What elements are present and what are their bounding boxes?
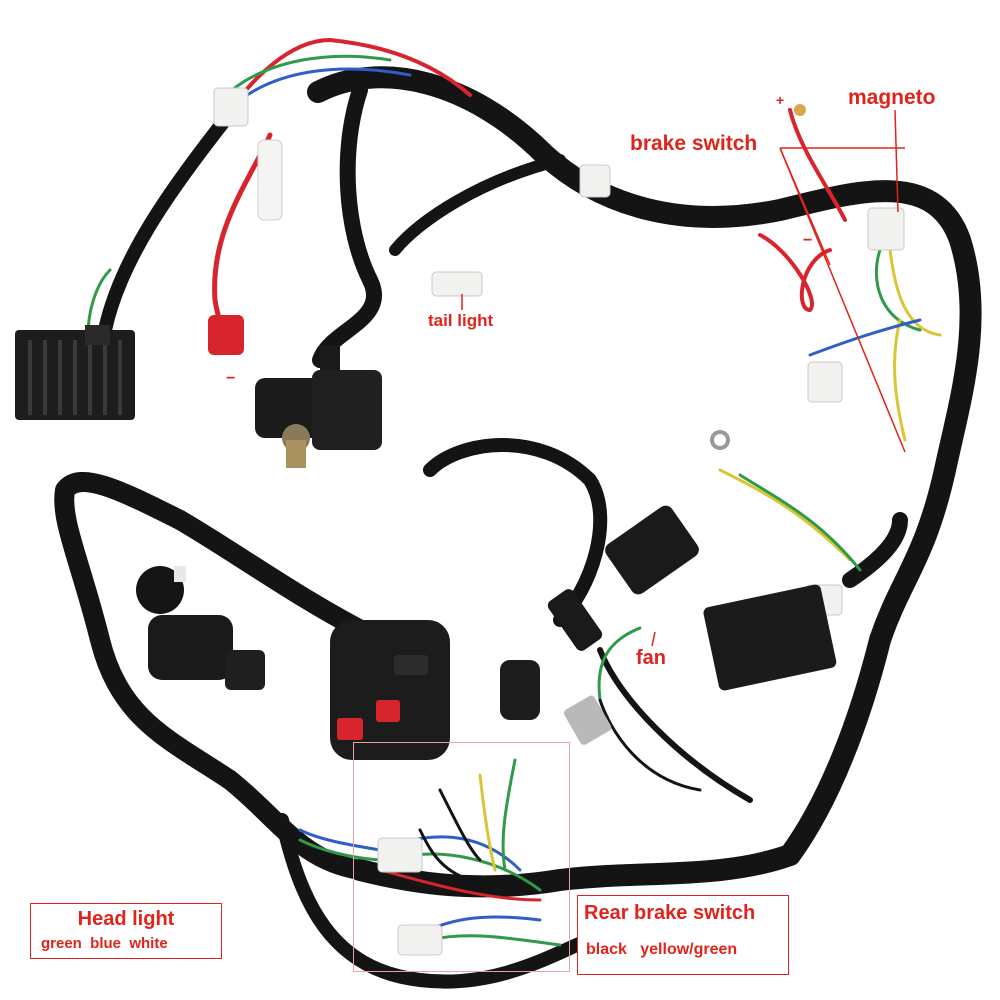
tail-light-label: tail light	[428, 311, 494, 330]
ignition-coil	[500, 505, 699, 745]
magneto-label: magneto	[848, 86, 936, 109]
rear-wiring-highlight-box	[353, 742, 570, 972]
minus-label-right: −	[803, 232, 813, 249]
fan-label: fan	[636, 647, 666, 669]
starter-solenoid	[255, 345, 382, 468]
head-light-title: Head light	[77, 908, 175, 930]
head-light-callout: Head light green blue white	[30, 903, 222, 959]
annotation-lines	[461, 109, 906, 647]
brake-switch-label: brake switch	[630, 132, 758, 155]
rear-brake-switch-title: Rear brake switch	[584, 902, 756, 924]
cdi-unit	[703, 584, 837, 691]
rear-brake-switch-callout: Rear brake switch black yellow/green	[577, 895, 789, 975]
handlebar-switch	[330, 620, 450, 760]
ignition-key-switch	[136, 566, 265, 690]
colored-wires	[86, 37, 942, 947]
voltage-regulator	[15, 325, 135, 420]
minus-label-left: −	[226, 370, 236, 387]
rear-brake-switch-colors: black yellow/green	[586, 941, 738, 958]
plus-label-top: +	[776, 92, 785, 108]
head-light-colors: green blue white	[41, 935, 168, 952]
plus-label-left: +	[235, 310, 244, 326]
